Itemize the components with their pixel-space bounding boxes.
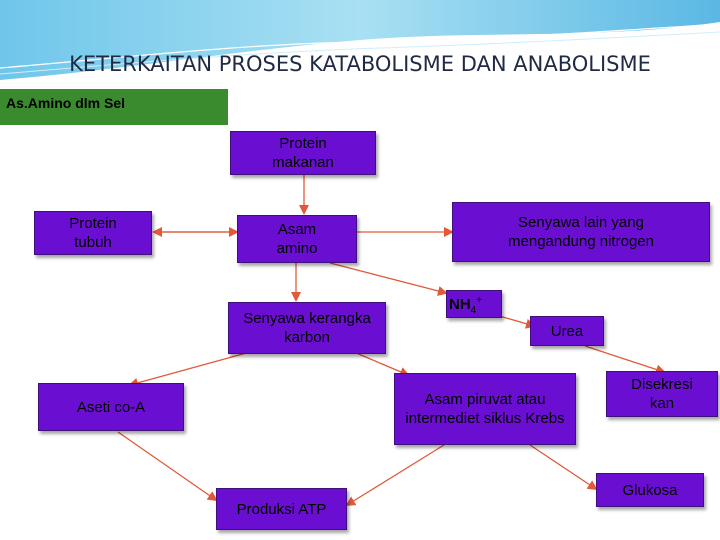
nh4-subscript: 4 (470, 304, 477, 316)
node-nh4: NH4+ (446, 290, 502, 318)
node-senyawa-karbon: Senyawa kerangka karbon (228, 302, 386, 354)
node-glukosa: Glukosa (596, 473, 704, 507)
arrow-aseti-to-atp (117, 431, 218, 502)
arrow-karbon-to-piruvat (353, 351, 410, 377)
arrow-urea-to-disekresi (584, 345, 666, 375)
node-urea: Urea (530, 316, 604, 346)
slide-title: KETERKAITAN PROSES KATABOLISME DAN ANABO… (69, 52, 651, 76)
arrow-karbon-to-aseti (128, 351, 251, 388)
nh4-base: NH (449, 295, 471, 313)
arrow-piruvat-to-glukosa (529, 444, 598, 491)
node-disekresi: Disekresi kan (606, 371, 718, 417)
nh4-superscript: + (476, 294, 483, 306)
arrow-amino-to-nh4 (329, 262, 448, 296)
node-senyawa-nitrogen: Senyawa lain yang mengandung nitrogen (452, 202, 710, 262)
node-protein-makanan: Protein makanan (230, 131, 376, 175)
arrow-piruvat-to-atp (345, 444, 445, 507)
section-tag: As.Amino dlm Sel (0, 89, 228, 125)
node-asam-piruvat: Asam piruvat atau intermediet siklus Kre… (394, 373, 576, 445)
title-band-decoration (0, 0, 720, 80)
node-aseti-coa: Aseti co-A (38, 383, 184, 431)
node-asam-amino: Asam amino (237, 215, 357, 263)
node-produksi-atp: Produksi ATP (216, 488, 347, 530)
node-protein-tubuh: Protein tubuh (34, 211, 152, 255)
